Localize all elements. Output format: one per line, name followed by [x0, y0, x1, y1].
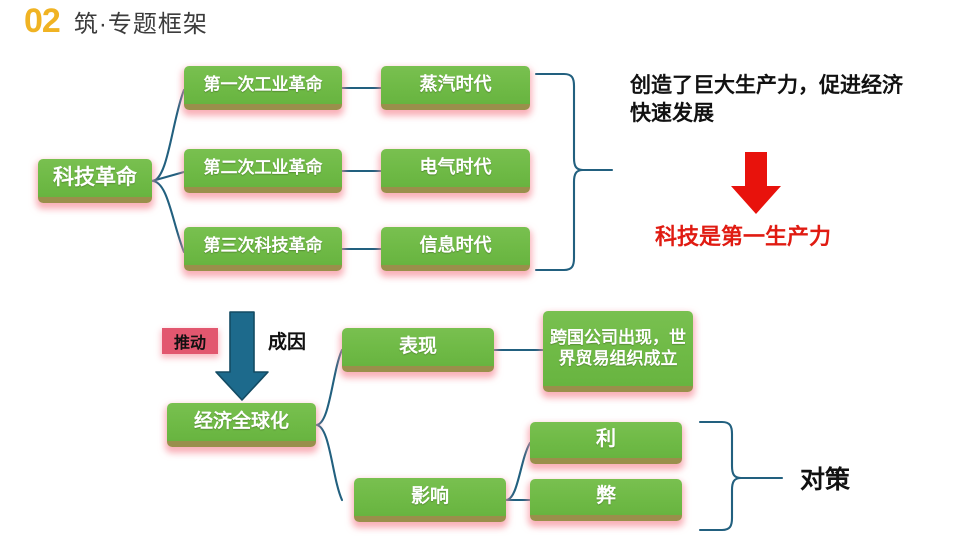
cause-label: 成因	[268, 332, 307, 353]
box-manifestation-detail[interactable]: 跨国公司出现，世界贸易组织成立	[543, 311, 693, 392]
section-number: 02	[24, 2, 61, 40]
conclusion-text: 科技是第一生产力	[655, 224, 832, 249]
brace-eras	[534, 72, 585, 272]
box-era-1[interactable]: 蒸汽时代	[381, 66, 530, 110]
countermeasure-text: 对策	[800, 466, 851, 494]
connector-root-to-stage2	[150, 170, 186, 183]
page-title: 筑·专题框架	[73, 11, 208, 38]
box-impact-branch[interactable]: 影响	[354, 478, 506, 522]
box-manifestation-branch-label: 表现	[398, 335, 437, 357]
box-era-3[interactable]: 信息时代	[381, 227, 530, 271]
brace-effects	[698, 420, 743, 532]
connector-root-to-stage1	[150, 88, 186, 183]
box-impact-branch-label: 影响	[410, 485, 449, 507]
box-era-2-label: 电气时代	[419, 157, 492, 178]
down-arrow-red	[731, 152, 781, 214]
box-root-tech-revolution[interactable]: 科技革命	[38, 159, 152, 203]
connector-root-to-stage3	[150, 179, 186, 254]
box-stage-1-label: 第一次工业革命	[203, 74, 323, 94]
connector-center-to-branch2	[314, 423, 344, 502]
box-manifestation-detail-label: 跨国公司出现，世界贸易组织成立	[550, 328, 686, 368]
box-stage-3[interactable]: 第三次科技革命	[184, 227, 342, 271]
box-globalization-label: 经济全球化	[193, 410, 289, 432]
box-manifestation-branch[interactable]: 表现	[342, 328, 494, 372]
box-stage-2[interactable]: 第二次工业革命	[184, 149, 342, 193]
box-era-2[interactable]: 电气时代	[381, 149, 530, 193]
connector-branch2-to-effect1	[504, 441, 532, 502]
connector-center-to-branch1	[314, 348, 344, 427]
outcome-text: 创造了巨大生产力，促进经济快速发展	[630, 74, 903, 126]
box-stage-2-label: 第二次工业革命	[203, 157, 323, 177]
box-effect-pro-label: 利	[596, 428, 616, 451]
box-effect-con[interactable]: 弊	[530, 479, 682, 521]
box-globalization[interactable]: 经济全球化	[167, 403, 316, 447]
down-arrow-teal	[215, 311, 269, 401]
box-root-label: 科技革命	[53, 165, 137, 189]
box-era-3-label: 信息时代	[419, 235, 492, 256]
box-effect-con-label: 弊	[596, 485, 616, 508]
box-era-1-label: 蒸汽时代	[419, 74, 492, 95]
pill-drive[interactable]: 推动	[162, 328, 218, 354]
slide-header: 02 筑·专题框架	[24, 4, 208, 38]
box-effect-pro[interactable]: 利	[530, 422, 682, 464]
box-stage-1[interactable]: 第一次工业革命	[184, 66, 342, 110]
pill-drive-label: 推动	[173, 335, 206, 352]
box-stage-3-label: 第三次科技革命	[203, 235, 323, 255]
